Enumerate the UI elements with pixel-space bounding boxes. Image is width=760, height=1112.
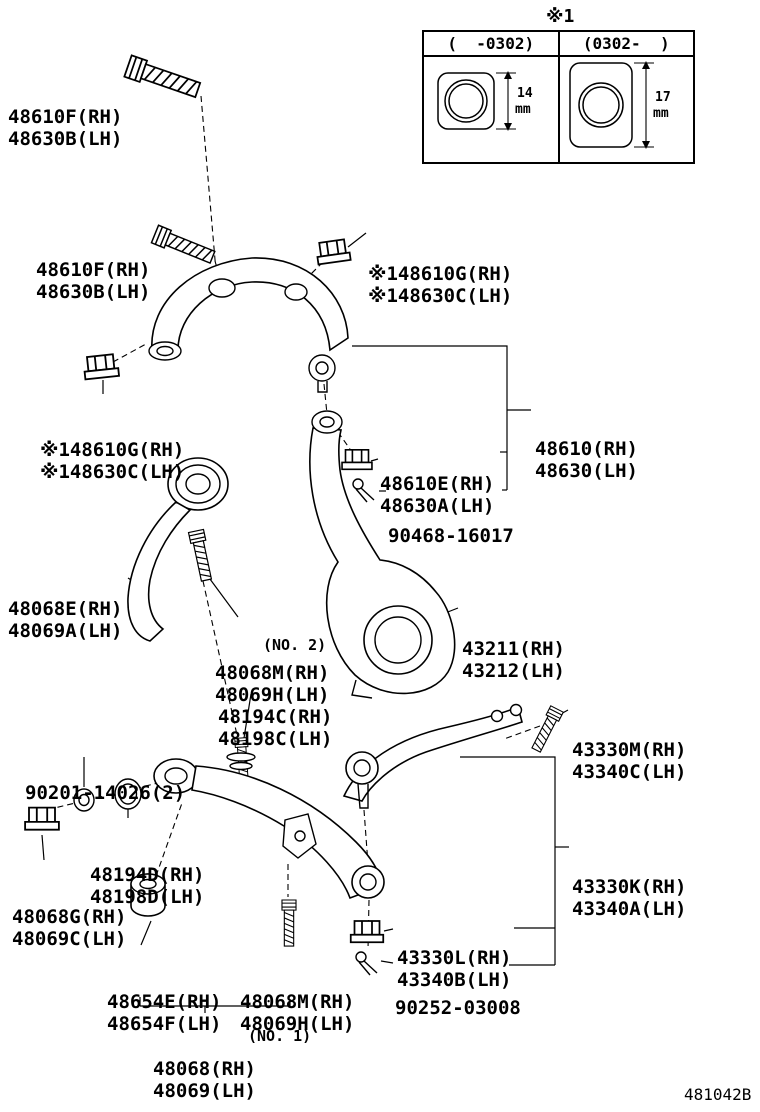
steering-knuckle-drawing xyxy=(309,410,456,699)
size-note-marker: ※1 xyxy=(546,6,575,27)
svg-text:17: 17 xyxy=(655,90,671,105)
cam-bolt-drawing xyxy=(226,737,256,781)
label-knuckle-arm-bolt: 43330M(RH)43340C(LH) xyxy=(572,739,687,783)
label-upper-cotter-pin: 90468-16017 xyxy=(388,525,514,547)
label-ball-joint-nut: 43330L(RH)43340B(LH) xyxy=(397,947,512,991)
size-note-header-after: (0302- ) xyxy=(559,32,693,57)
knuckle-arm-drawing xyxy=(342,703,523,809)
lower-cotter-pin-drawing xyxy=(355,951,378,976)
upper-ball-joint-nut-drawing xyxy=(341,448,373,471)
label-upper-arm-rear-bolt: 48610F(RH)48630B(LH) xyxy=(36,259,151,303)
ball-joint-nut-drawing xyxy=(349,920,385,944)
label-lower-control-arm: 48068(RH)48069(LH) xyxy=(153,1058,256,1102)
label-steering-knuckle: 43211(RH)43212(LH) xyxy=(462,638,565,682)
upper-control-arm-drawing xyxy=(148,257,349,393)
drawing-number: 481042B xyxy=(684,1085,752,1104)
svg-text:14: 14 xyxy=(517,86,533,101)
label-upper-control-arm: 48610(RH)48630(LH) xyxy=(535,438,638,482)
bushing-drawing xyxy=(130,873,166,917)
upper-arm-nut-left-drawing xyxy=(82,352,120,381)
label-lower-cotter-pin: 90252-03008 xyxy=(395,997,521,1019)
label-bushing: 48654E(RH)48654F(LH) xyxy=(107,991,222,1035)
label-lower-arm-bolt: 48068M(RH)48069H(LH) xyxy=(240,991,355,1035)
retainer-ring-drawing xyxy=(114,778,142,810)
upper-arm-nut-right-drawing xyxy=(314,237,352,266)
size-note-table: ( -0302) 14 mm (0302- ) xyxy=(422,30,695,164)
label-upper-arm-nut-right: ※148610G(RH)※148630C(LH) xyxy=(368,263,513,307)
label-upper-ball-joint-nut: 48610E(RH)48630A(LH) xyxy=(380,473,495,517)
size-note-col-before: ( -0302) 14 mm xyxy=(424,32,560,162)
label-strut-rod: 48068E(RH)48069A(LH) xyxy=(8,598,123,642)
strut-rod-bolt-drawing xyxy=(187,528,215,583)
size-note-col-after: (0302- ) 17 mm xyxy=(559,32,694,162)
nut-size-14-drawing: 14 mm xyxy=(437,71,533,131)
label-cam-bolt: 48194C(RH)48198C(LH) xyxy=(218,706,333,750)
size-note-header-before: ( -0302) xyxy=(424,32,558,57)
label-knuckle-arm: 43330K(RH)43340A(LH) xyxy=(572,876,687,920)
upper-arm-front-bolt-drawing xyxy=(123,54,203,102)
washer-drawing xyxy=(73,788,95,812)
strut-rod-drawing xyxy=(127,457,229,642)
label-upper-arm-front-bolt: 48610F(RH)48630B(LH) xyxy=(8,106,123,150)
size-note-cell-after: 17 mm xyxy=(560,57,694,162)
lower-arm-bolt-drawing xyxy=(281,899,297,947)
label-upper-arm-nut-left: ※148610G(RH)※148630C(LH) xyxy=(40,439,185,483)
label-strut-rod-bolt: 48068M(RH)48069H(LH) xyxy=(215,662,330,706)
nut-size-17-drawing: 17 mm xyxy=(568,61,671,149)
label-strut-rod-nut: 48068G(RH)48069C(LH) xyxy=(12,906,127,950)
label-no1-caption: (NO. 1) xyxy=(248,1027,312,1045)
lower-control-arm-drawing xyxy=(153,758,385,900)
label-no2-caption: (NO. 2) xyxy=(263,636,327,654)
svg-text:mm: mm xyxy=(515,102,531,117)
size-note-cell-before: 14 mm xyxy=(424,57,558,162)
upper-cotter-pin-drawing xyxy=(352,478,375,503)
label-retainer: 48194D(RH)48198D(LH) xyxy=(90,864,205,908)
svg-text:mm: mm xyxy=(653,106,669,121)
upper-arm-rear-bolt-drawing xyxy=(150,224,217,267)
label-washer: 90201-14026(2) xyxy=(25,782,186,804)
